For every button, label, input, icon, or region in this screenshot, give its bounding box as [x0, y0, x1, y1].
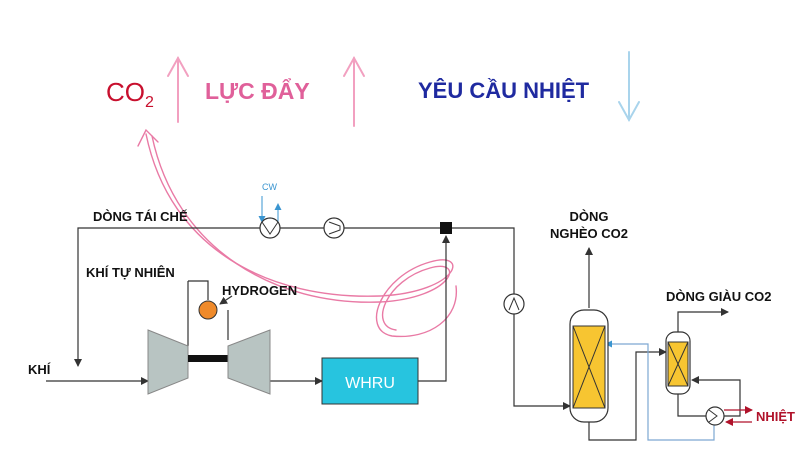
- cw-cooler: [258, 196, 282, 239]
- turbine-stage: [227, 329, 271, 395]
- absorber-feed-line: [446, 227, 571, 410]
- reboiler-icon: [705, 406, 725, 426]
- whru-label: WHRU: [345, 375, 395, 392]
- heat-requirement-label: YÊU CẦU NHIỆT: [418, 78, 590, 103]
- recycle-line: [74, 227, 444, 367]
- pink-loop-arrow: [137, 128, 457, 338]
- compressor-stage: [147, 329, 189, 395]
- recycle-compressor-icon: [323, 217, 345, 239]
- turbine-shaft: [188, 355, 228, 362]
- heat-arrows: [724, 406, 753, 426]
- recycle-stream-label: DÒNG TÁI CHẾ: [93, 209, 188, 224]
- pink-up-arrow-icon: [167, 55, 189, 123]
- blue-down-arrow-icon: [618, 51, 640, 123]
- rich-stream-label: DÒNG GIÀU CO2: [666, 289, 771, 304]
- lean-solvent-return: [605, 340, 715, 441]
- feed-pump-icon: [503, 293, 525, 315]
- whru-box: [321, 357, 419, 405]
- co2-label: CO2: [106, 77, 154, 111]
- cw-label: CW: [262, 182, 277, 192]
- heat-label: NHIỆT: [756, 409, 795, 424]
- lean-stream-label-line1: DÒNG: [570, 209, 609, 224]
- hydrogen-label: HYDROGEN: [222, 283, 297, 298]
- combustor-icon: [198, 300, 218, 320]
- whru-outlet-line: [418, 235, 450, 382]
- thrust-label: LỰC ĐẨY: [205, 77, 310, 104]
- gas-turbine: [147, 329, 271, 395]
- process-lines: [46, 227, 741, 441]
- gas-label: KHÍ: [28, 362, 51, 377]
- stripper-column: [665, 331, 691, 395]
- absorber-column: [569, 309, 609, 423]
- natural-gas-label: KHÍ TỰ NHIÊN: [86, 265, 175, 280]
- rich-outlet-line: [677, 308, 729, 332]
- lean-stream-label-line2: NGHÈO CO2: [550, 226, 628, 241]
- pink-up-arrow-icon: [343, 55, 365, 127]
- split-valve-icon: [440, 222, 452, 234]
